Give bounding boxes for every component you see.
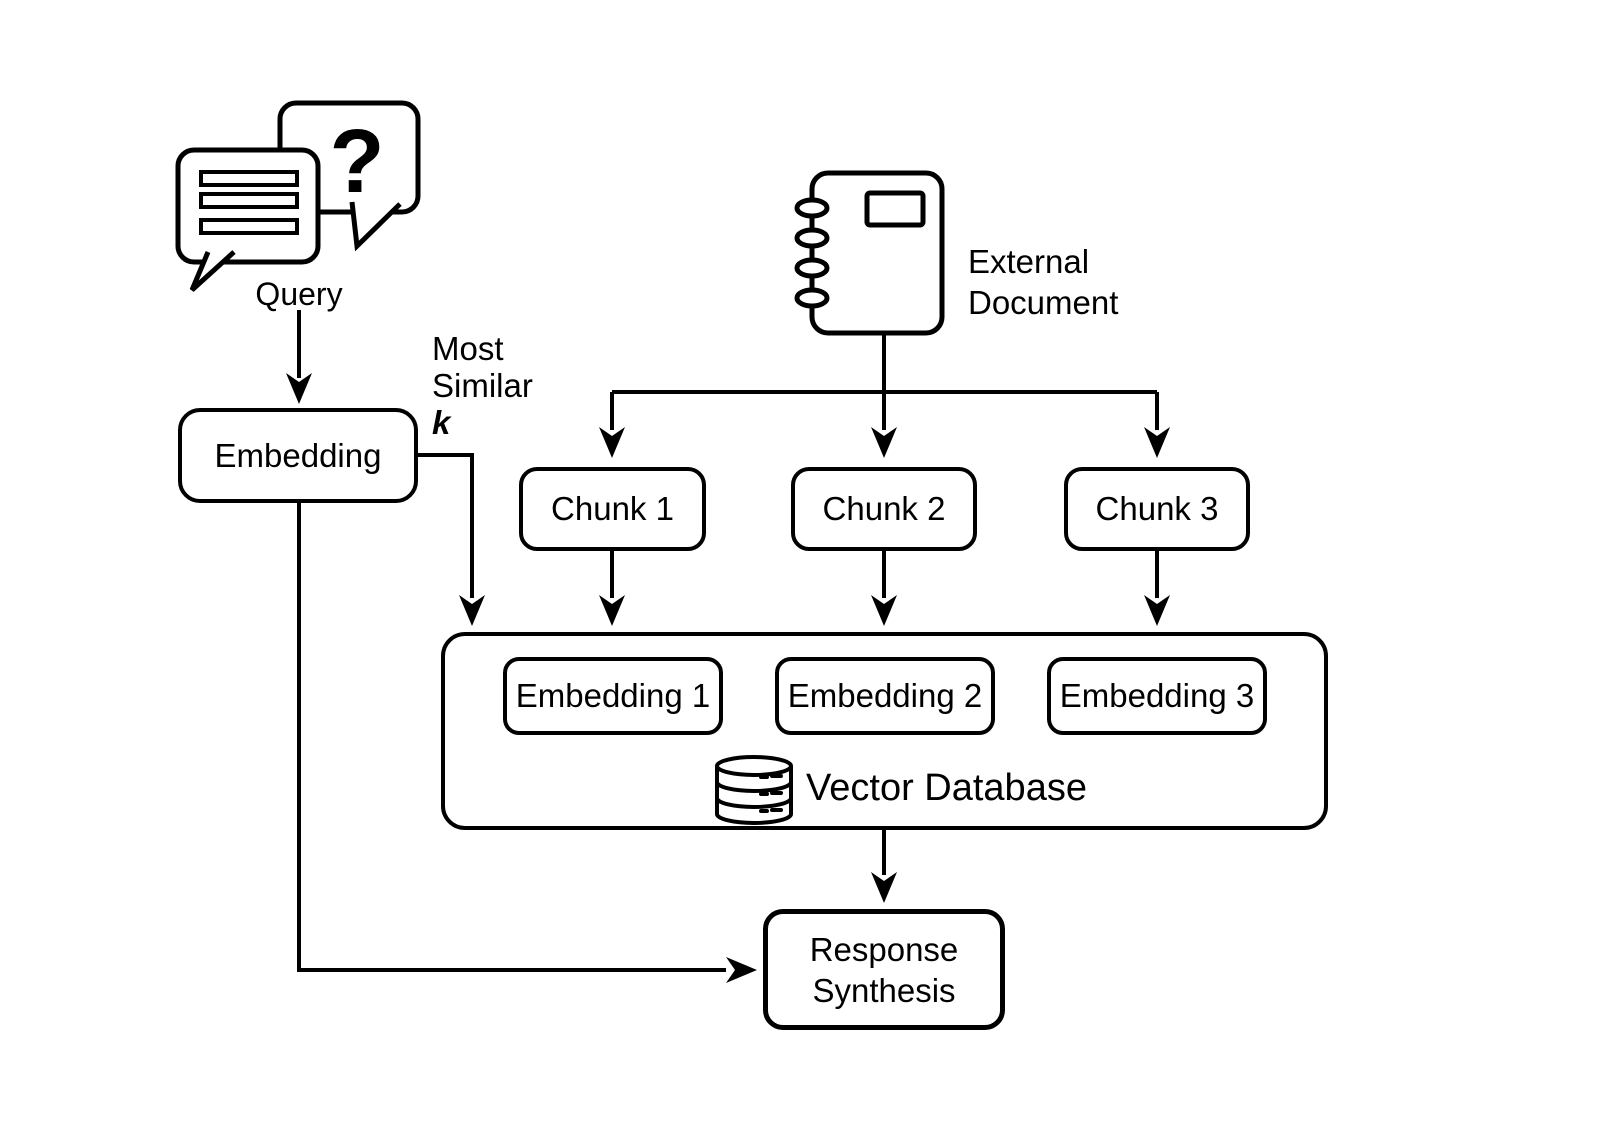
notebook-document-icon bbox=[794, 170, 945, 336]
chunk-2-label: Chunk 2 bbox=[822, 490, 946, 528]
arrow-chunk3-to-vectordb bbox=[1144, 551, 1170, 626]
response-label-line1: Response bbox=[809, 930, 959, 968]
arrow-vectordb-to-response bbox=[871, 830, 897, 903]
arrow-chunk2-to-vectordb bbox=[871, 551, 897, 626]
chunk-3-label: Chunk 3 bbox=[1095, 490, 1219, 528]
arrow-document-branch bbox=[599, 333, 1170, 458]
chat-bubbles-question-icon: ? bbox=[175, 100, 421, 292]
vector-database-label: Vector Database bbox=[806, 767, 1087, 809]
vector-database-container bbox=[441, 632, 1328, 830]
database-cylinder-icon bbox=[715, 755, 793, 825]
k-symbol: k bbox=[432, 404, 451, 441]
chunk-3-node: Chunk 3 bbox=[1064, 467, 1250, 551]
response-label-line2: Synthesis bbox=[812, 971, 956, 1009]
embedding-2-node: Embedding 2 bbox=[775, 657, 995, 735]
embedding-1-node: Embedding 1 bbox=[503, 657, 723, 735]
embedding-node: Embedding bbox=[178, 408, 418, 503]
embedding-3-node: Embedding 3 bbox=[1047, 657, 1267, 735]
response-synthesis-node: Response Synthesis bbox=[763, 909, 1005, 1030]
embedding-3-label: Embedding 3 bbox=[1059, 677, 1255, 715]
embedding-2-label: Embedding 2 bbox=[787, 677, 983, 715]
question-mark: ? bbox=[330, 112, 385, 212]
most-similar-label: Most Similar k bbox=[432, 330, 533, 441]
arrow-chunk1-to-vectordb bbox=[599, 551, 625, 626]
arrow-embedding-to-response bbox=[297, 503, 757, 983]
arrow-embedding-to-vectordb-most-similar-k bbox=[418, 453, 485, 626]
embedding-1-label: Embedding 1 bbox=[515, 677, 711, 715]
chunk-2-node: Chunk 2 bbox=[791, 467, 977, 551]
arrow-query-to-embedding bbox=[286, 310, 312, 404]
chat-text-lines-icon bbox=[199, 170, 299, 235]
chunk-1-node: Chunk 1 bbox=[519, 467, 706, 551]
embedding-label: Embedding bbox=[214, 436, 382, 474]
query-label: Query bbox=[255, 276, 343, 312]
external-document-label: External Document bbox=[968, 243, 1119, 321]
chunk-1-label: Chunk 1 bbox=[551, 490, 674, 528]
